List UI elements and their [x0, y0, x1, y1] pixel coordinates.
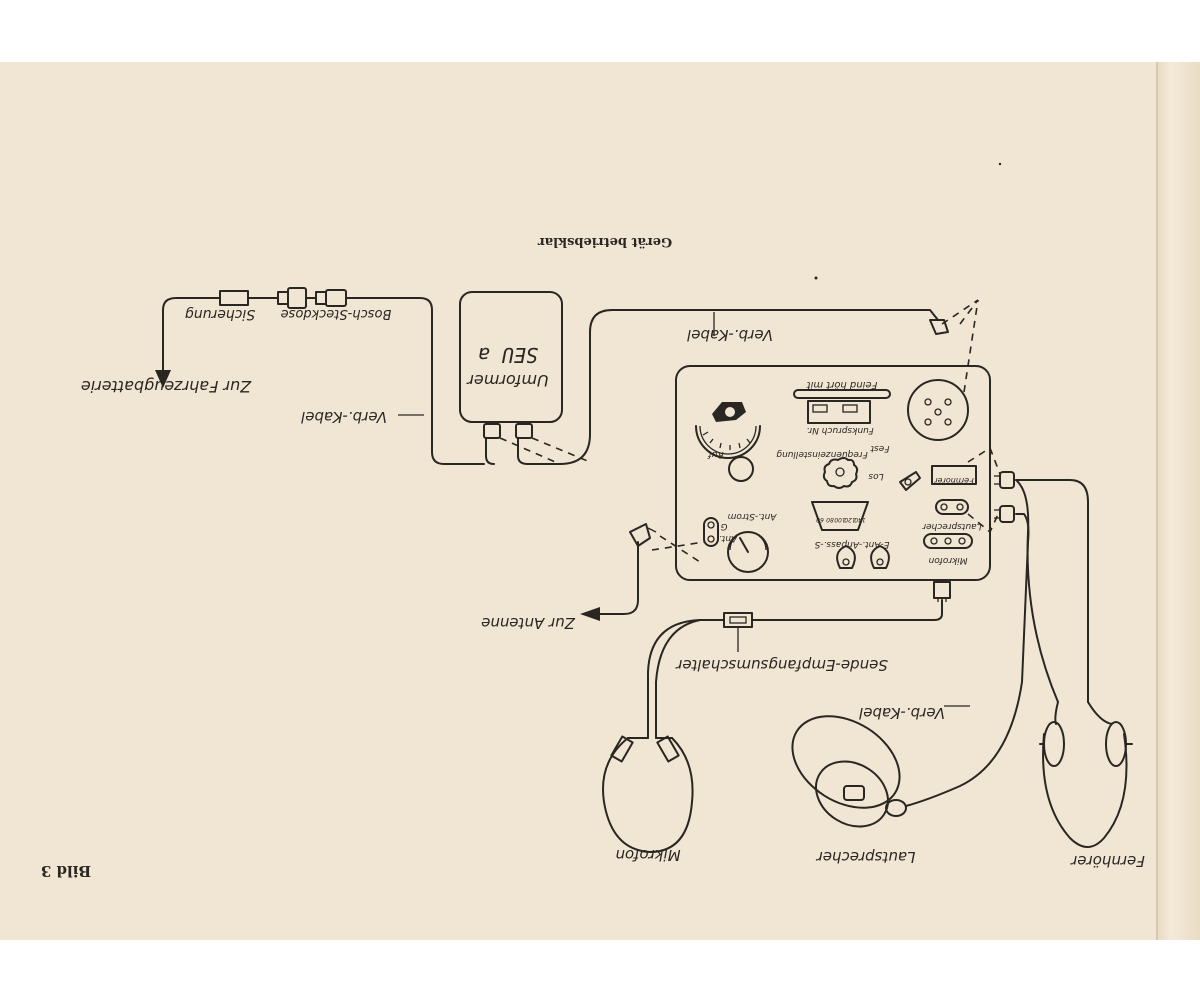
cable-network: [155, 297, 1089, 807]
scale-mark-label: 140: [854, 516, 866, 523]
antenna-plug: [629, 523, 657, 547]
label-fernhoerer: Fernhörer: [1070, 852, 1145, 870]
label-bosch-steckdose: Bosch-Steckdose: [281, 306, 392, 321]
mikrofon-device: [602, 735, 694, 853]
scanned-page: Gerät betriebsklar Bild 3 Zur Fahrzeugba…: [0, 62, 1200, 940]
scale-mark-label: 80: [826, 516, 834, 523]
label-fahrzeugbatterie: Zur Fahrzeugbatterie: [81, 377, 252, 396]
panel-fest: Fest: [870, 443, 889, 453]
label-sende-empfang: Sende-Empfangsumschalter: [675, 656, 888, 674]
label-sicherung: Sicherung: [185, 306, 255, 322]
side-plugs: [994, 471, 1015, 523]
panel-lautsprecher: Lautsprecher: [921, 521, 982, 531]
label-lautsprecher: Lautsprecher: [816, 848, 916, 866]
panel-ant: Ant.: [719, 533, 738, 543]
sende-empfang-switch: [723, 612, 753, 628]
label-verb-kabel-left: Verb.-Kabel: [300, 408, 387, 426]
umformer-box: [459, 291, 591, 465]
panel-los: Los: [868, 471, 884, 481]
fernhoerer-device: [1039, 701, 1133, 848]
figure-number: Bild 3: [41, 862, 91, 880]
dashed-connections: [651, 299, 1001, 563]
panel-e-ant-anpass: E-Ant.-Anpass.-S: [814, 539, 889, 549]
panel-funkspruch: Funkspruch Nr.: [806, 425, 873, 435]
wiring-diagram: Gerät betriebsklar Bild 3 Zur Fahrzeugba…: [41, 162, 1145, 880]
panel-g: G: [720, 521, 727, 531]
upside-down-labels: Gerät betriebsklar Bild 3 Zur Fahrzeugba…: [41, 234, 1145, 880]
label-antenne: Zur Antenne: [481, 614, 576, 632]
page-title: Gerät betriebsklar: [538, 234, 672, 249]
scale-mark-label: 60: [816, 516, 824, 523]
lautsprecher-device: [791, 715, 907, 828]
panel-cable-plug: [929, 319, 949, 335]
label-verb-kabel-top: Verb.-Kabel: [686, 326, 773, 344]
panel-ruf: Ruf: [707, 449, 724, 459]
panel-feind-hoert-mit: Feind hört mit: [806, 379, 878, 390]
panel-frequenzeinstellung: Frequenzeinstellung: [776, 449, 868, 459]
scale-mark-label: 100: [834, 516, 846, 523]
transceiver-panel: [675, 365, 991, 602]
bosch-plug: [277, 287, 347, 309]
label-umformer-type: SEU a: [478, 343, 538, 367]
panel-ant-strom: Ant.-Strom: [727, 511, 777, 521]
panel-fernhoerer: Fernhörer: [934, 476, 974, 485]
label-verb-kabel-right: Verb.-Kabel: [858, 704, 945, 722]
panel-mikrofon: Mikrofon: [928, 555, 967, 565]
scale-mark-label: 120: [844, 516, 856, 523]
fuse: [219, 290, 249, 306]
label-mikrofon: Mikrofon: [615, 846, 680, 864]
label-umformer: Umformer: [466, 371, 549, 390]
